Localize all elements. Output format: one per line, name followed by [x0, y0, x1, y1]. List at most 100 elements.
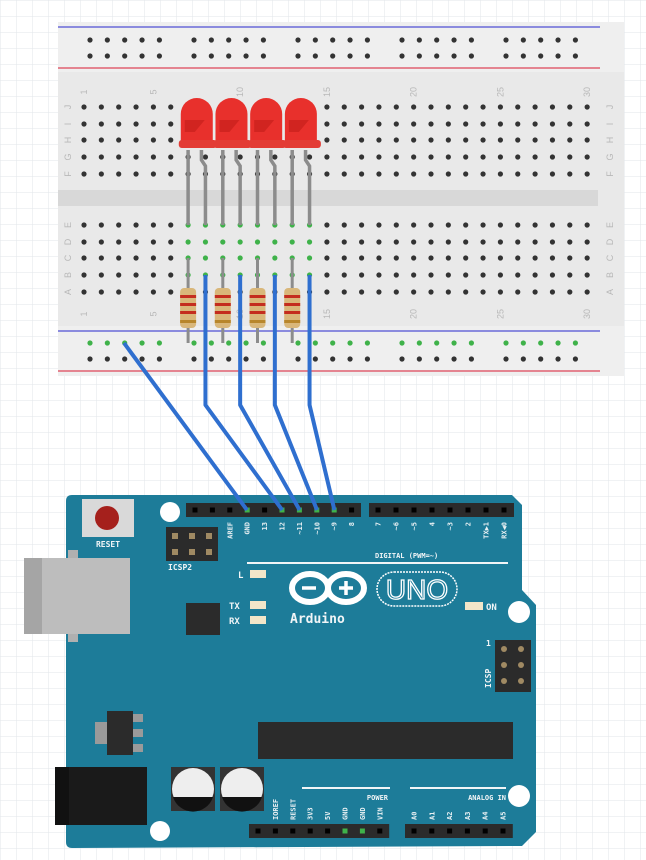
- breadboard-hole[interactable]: [567, 104, 573, 110]
- header-pin[interactable]: [411, 828, 417, 834]
- breadboard-hole[interactable]: [168, 104, 174, 110]
- breadboard-hole[interactable]: [445, 121, 451, 127]
- breadboard-hole[interactable]: [515, 222, 521, 228]
- rail-hole[interactable]: [295, 356, 301, 362]
- breadboard-hole[interactable]: [532, 171, 538, 177]
- rail-hole[interactable]: [156, 37, 162, 43]
- breadboard-hole[interactable]: [480, 289, 486, 295]
- breadboard-hole[interactable]: [393, 272, 399, 278]
- breadboard-hole[interactable]: [567, 272, 573, 278]
- breadboard-hole[interactable]: [445, 222, 451, 228]
- breadboard-hole[interactable]: [324, 272, 330, 278]
- breadboard-hole[interactable]: [515, 121, 521, 127]
- breadboard-hole[interactable]: [411, 289, 417, 295]
- breadboard-hole[interactable]: [584, 104, 590, 110]
- breadboard-hole[interactable]: [463, 104, 469, 110]
- breadboard-hole[interactable]: [237, 239, 243, 245]
- breadboard-hole[interactable]: [98, 289, 104, 295]
- breadboard-hole[interactable]: [168, 171, 174, 177]
- breadboard-hole[interactable]: [515, 289, 521, 295]
- breadboard-hole[interactable]: [549, 255, 556, 261]
- rail-hole[interactable]: [451, 37, 457, 43]
- rail-hole[interactable]: [330, 356, 336, 362]
- breadboard-hole[interactable]: [133, 171, 139, 177]
- breadboard-hole[interactable]: [480, 255, 486, 261]
- header-pin[interactable]: [192, 507, 198, 513]
- breadboard-hole[interactable]: [168, 222, 174, 228]
- rail-hole[interactable]: [260, 53, 266, 59]
- breadboard-hole[interactable]: [341, 272, 347, 278]
- breadboard-hole[interactable]: [185, 239, 191, 245]
- rail-hole[interactable]: [260, 37, 266, 43]
- rail-hole[interactable]: [416, 356, 422, 362]
- breadboard-hole[interactable]: [116, 154, 122, 160]
- breadboard-hole[interactable]: [567, 171, 573, 177]
- rail-hole[interactable]: [451, 340, 457, 346]
- header-pin[interactable]: [500, 828, 506, 834]
- breadboard-hole[interactable]: [549, 239, 556, 245]
- breadboard-hole[interactable]: [445, 289, 451, 295]
- rail-hole[interactable]: [208, 340, 214, 346]
- breadboard-hole[interactable]: [532, 239, 538, 245]
- breadboard-hole[interactable]: [289, 239, 295, 245]
- rail-hole[interactable]: [416, 53, 422, 59]
- breadboard-hole[interactable]: [98, 121, 104, 127]
- breadboard-hole[interactable]: [81, 137, 87, 143]
- rail-hole[interactable]: [399, 356, 405, 362]
- breadboard-hole[interactable]: [81, 272, 87, 278]
- rail-hole[interactable]: [555, 53, 561, 59]
- breadboard-hole[interactable]: [463, 137, 469, 143]
- header-pin[interactable]: [464, 828, 470, 834]
- rail-hole[interactable]: [538, 356, 544, 362]
- led-3[interactable]: [248, 98, 287, 225]
- breadboard-hole[interactable]: [81, 222, 87, 228]
- breadboard-hole[interactable]: [202, 154, 209, 160]
- rail-hole[interactable]: [520, 356, 526, 362]
- breadboard-hole[interactable]: [133, 121, 139, 127]
- breadboard-hole[interactable]: [341, 255, 347, 261]
- breadboard-hole[interactable]: [324, 171, 330, 177]
- breadboard-hole[interactable]: [272, 154, 278, 160]
- breadboard-hole[interactable]: [133, 289, 139, 295]
- breadboard-hole[interactable]: [532, 289, 538, 295]
- rail-hole[interactable]: [139, 356, 145, 362]
- breadboard-hole[interactable]: [411, 137, 417, 143]
- wire-pin-11[interactable]: [238, 275, 302, 511]
- breadboard-hole[interactable]: [324, 137, 330, 143]
- breadboard-hole[interactable]: [359, 222, 365, 228]
- rail-hole[interactable]: [503, 37, 509, 43]
- header-pin[interactable]: [227, 507, 233, 513]
- breadboard-hole[interactable]: [150, 255, 156, 261]
- breadboard-hole[interactable]: [306, 255, 313, 261]
- rail-hole[interactable]: [104, 340, 110, 346]
- breadboard-hole[interactable]: [376, 222, 382, 228]
- header-pin[interactable]: [377, 828, 383, 834]
- breadboard-hole[interactable]: [463, 154, 469, 160]
- rail-hole[interactable]: [555, 37, 561, 43]
- breadboard-hole[interactable]: [428, 171, 434, 177]
- breadboard-hole[interactable]: [549, 104, 556, 110]
- breadboard-hole[interactable]: [133, 222, 139, 228]
- breadboard-hole[interactable]: [515, 137, 521, 143]
- rail-hole[interactable]: [364, 340, 370, 346]
- breadboard-hole[interactable]: [549, 171, 556, 177]
- breadboard-hole[interactable]: [463, 272, 469, 278]
- breadboard-hole[interactable]: [150, 239, 156, 245]
- header-pin[interactable]: [349, 507, 355, 513]
- rail-hole[interactable]: [104, 37, 110, 43]
- breadboard-hole[interactable]: [497, 154, 503, 160]
- rail-hole[interactable]: [87, 356, 93, 362]
- breadboard-hole[interactable]: [98, 239, 104, 245]
- breadboard-hole[interactable]: [376, 171, 382, 177]
- breadboard-hole[interactable]: [567, 289, 573, 295]
- breadboard-hole[interactable]: [306, 239, 313, 245]
- rail-hole[interactable]: [364, 356, 370, 362]
- resistor-2[interactable]: [214, 258, 231, 343]
- breadboard-hole[interactable]: [116, 137, 122, 143]
- breadboard-hole[interactable]: [584, 239, 590, 245]
- resistor-1[interactable]: [180, 258, 197, 343]
- rail-hole[interactable]: [260, 356, 266, 362]
- breadboard-hole[interactable]: [116, 104, 122, 110]
- rail-hole[interactable]: [399, 340, 405, 346]
- rail-hole[interactable]: [226, 356, 232, 362]
